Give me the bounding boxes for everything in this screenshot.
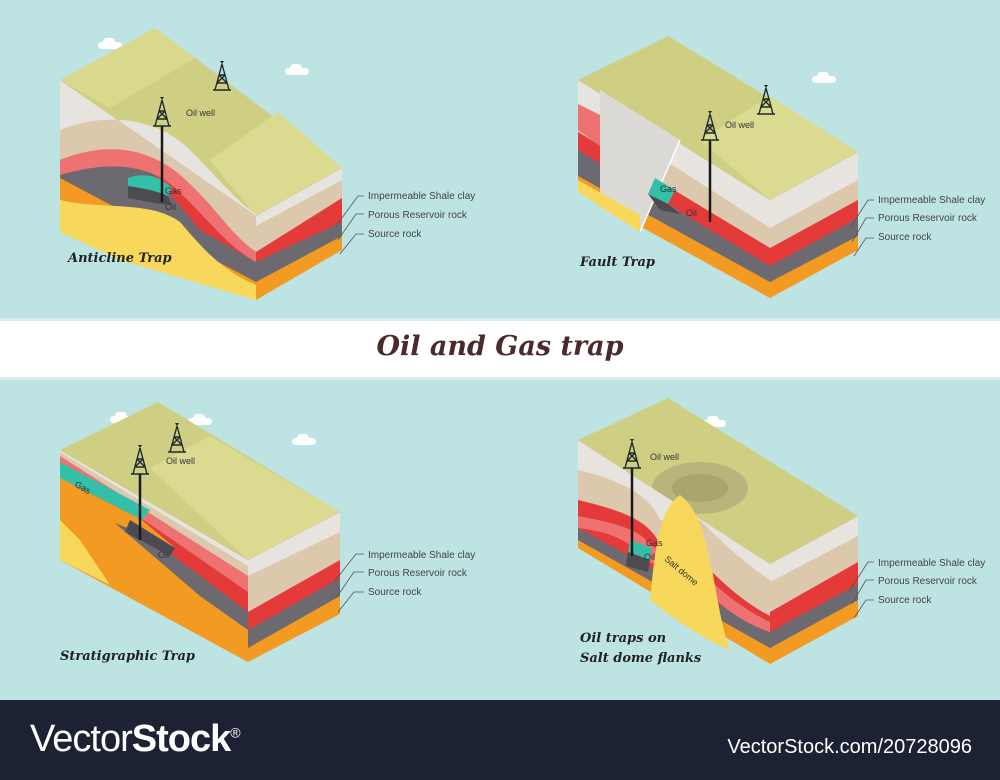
stratigraphic-legend-source: Source rock [368, 587, 422, 598]
fault-legend-leaders [849, 199, 874, 257]
fault-legend-reservoir: Porous Reservoir rock [878, 213, 978, 224]
salt-dome-shape [650, 495, 730, 650]
fault-trap-title: Fault Trap [579, 255, 655, 270]
stratigraphic-trap-block [60, 402, 340, 662]
brand-logo: VectorStock® [30, 718, 241, 761]
brand-bold: Stock [131, 718, 231, 760]
anticline-trap-title: Anticline Trap [66, 251, 172, 266]
stratigraphic-oil-label: Oil [158, 550, 169, 560]
saltdome-gas-label: Gas [646, 538, 663, 548]
title-banner: Oil and Gas trap [0, 318, 1000, 380]
fault-trap-block [578, 36, 858, 298]
stratigraphic-legend-shale: Impermeable Shale clay [368, 550, 475, 561]
saltdome-legend-reservoir: Porous Reservoir rock [878, 576, 978, 587]
stratigraphic-oil-well-label: Oil well [166, 456, 195, 466]
anticline-gas-label: Gas [165, 186, 182, 196]
anticline-legend-source: Source rock [368, 229, 422, 240]
stratigraphic-legend-reservoir: Porous Reservoir rock [368, 568, 468, 579]
anticline-legend-shale: Impermeable Shale clay [368, 191, 475, 202]
fault-oil-well-label: Oil well [725, 120, 754, 130]
anticline-oil-well-label: Oil well [186, 108, 215, 118]
fault-oil-label: Oil [686, 208, 697, 218]
saltdome-oil-well-label: Oil well [650, 452, 679, 462]
saltdome-legend-shale: Impermeable Shale clay [878, 558, 985, 569]
anticline-oil-label: Oil [165, 202, 176, 212]
anticline-trap-block [60, 28, 342, 300]
saltdome-legend-leaders [849, 561, 874, 619]
saltdome-legend-source: Source rock [878, 595, 932, 606]
saltdome-oil-label: Oil [644, 552, 655, 562]
brand-registered-mark: ® [230, 724, 240, 741]
fault-legend-shale: Impermeable Shale clay [878, 195, 985, 206]
brand-regular: Vector [30, 718, 133, 760]
image-id: VectorStock.com/20728096 [727, 736, 972, 758]
footer-bar: VectorStock® VectorStock.com/20728096 [0, 700, 1000, 780]
saltdome-trap-title-line2: Salt dome flanks [580, 651, 702, 666]
stratigraphic-legend-leaders [333, 553, 364, 613]
stratigraphic-trap-title: Stratigraphic Trap [60, 649, 195, 664]
anticline-legend-leaders [335, 195, 364, 255]
fault-gas-label: Gas [660, 184, 677, 194]
fault-legend-source: Source rock [878, 232, 932, 243]
saltdome-trap-block [578, 398, 858, 664]
page-title: Oil and Gas trap [376, 331, 624, 362]
anticline-legend-reservoir: Porous Reservoir rock [368, 210, 468, 221]
diagram-canvas: Oil well Gas Oil Anticline Trap Impermea… [60, 28, 985, 666]
saltdome-trap-title-line1: Oil traps on [580, 631, 666, 646]
